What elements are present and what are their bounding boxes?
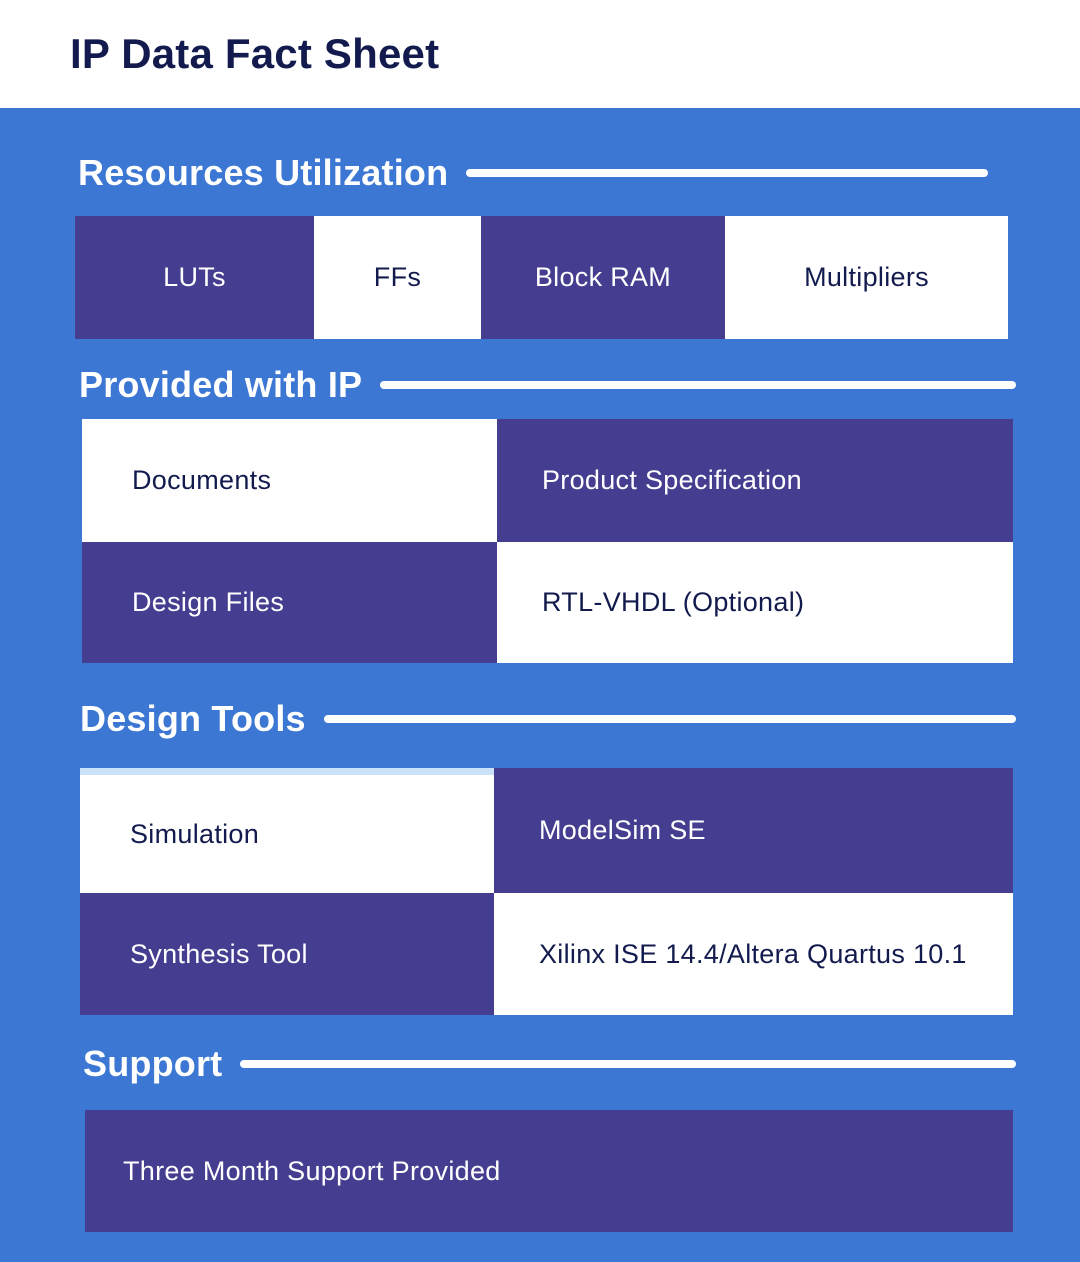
section-title-provided-with-ip: Provided with IP xyxy=(79,364,363,405)
provided-with-ip-table: Documents Product Specification Design F… xyxy=(82,419,1013,663)
heading-rule xyxy=(240,1060,1016,1068)
cell-rtl-vhdl-optional: RTL-VHDL (Optional) xyxy=(497,542,1013,663)
section-heading-design-tools: Design Tools xyxy=(80,692,1016,746)
cell-xilinx-ise-altera-quartus: Xilinx ISE 14.4/Altera Quartus 10.1 xyxy=(494,893,1013,1015)
content-panel: Resources Utilization LUTs FFs Block RAM… xyxy=(0,108,1080,1262)
support-note-block: Three Month Support Provided xyxy=(85,1110,1013,1232)
cell-multipliers: Multipliers xyxy=(725,216,1008,339)
section-title-design-tools: Design Tools xyxy=(80,698,306,739)
page-header: IP Data Fact Sheet xyxy=(0,0,1080,108)
section-heading-provided-with-ip: Provided with IP xyxy=(79,358,1016,412)
section-heading-resources-utilization: Resources Utilization xyxy=(78,146,988,200)
section-title-resources-utilization: Resources Utilization xyxy=(78,152,449,193)
support-note-text: Three Month Support Provided xyxy=(123,1155,501,1186)
cell-modelsim-se: ModelSim SE xyxy=(494,768,1013,893)
cell-documents: Documents xyxy=(82,419,497,542)
heading-rule xyxy=(323,715,1016,723)
section-title-support: Support xyxy=(83,1043,223,1084)
cell-design-files: Design Files xyxy=(82,542,497,663)
page-title: IP Data Fact Sheet xyxy=(70,30,440,77)
cell-block-ram: Block RAM xyxy=(481,216,725,339)
resources-utilization-table: LUTs FFs Block RAM Multipliers xyxy=(75,216,1008,339)
design-tools-table: Simulation ModelSim SE Synthesis Tool Xi… xyxy=(80,768,1013,1015)
cell-product-specification: Product Specification xyxy=(497,419,1013,542)
cell-synthesis-tool: Synthesis Tool xyxy=(80,893,494,1015)
cell-luts: LUTs xyxy=(75,216,314,339)
cell-ffs: FFs xyxy=(314,216,481,339)
cell-simulation: Simulation xyxy=(80,768,494,893)
heading-rule xyxy=(380,381,1016,389)
section-heading-support: Support xyxy=(83,1037,1016,1091)
heading-rule xyxy=(466,169,988,177)
